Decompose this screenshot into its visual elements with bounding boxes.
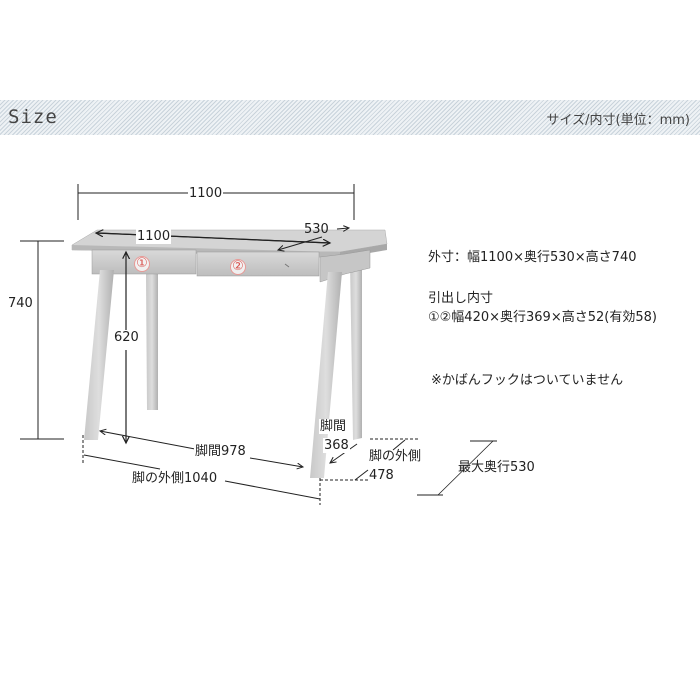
desk-illustration	[71, 229, 388, 478]
outer-dimensions-spec: 外寸：幅1100×奥行530×高さ740	[428, 250, 637, 265]
bag-hook-note: ※かばんフックはついていません	[431, 373, 624, 388]
drawer-inner-title: 引出し内寸	[428, 291, 494, 306]
leg-inner-depth-value: 368	[323, 438, 350, 453]
section-header: Size サイズ/内寸(単位：mm)	[0, 100, 700, 135]
clearance-height-label: 620	[113, 330, 140, 345]
leg-outer-depth-label: 脚の外側	[369, 449, 422, 464]
overall-width-label: 1100	[188, 186, 224, 201]
top-depth-label: 530	[304, 222, 329, 237]
drawer-inner-spec: ①②幅420×奥行369×高さ52(有効58)	[428, 310, 657, 325]
leg-inner-width-label: 脚間978	[194, 444, 247, 459]
drawer-marker-1: ①	[134, 256, 150, 272]
drawer-marker-2: ②	[230, 259, 246, 275]
max-depth-label: 最大奥行530	[458, 460, 535, 475]
section-title: Size	[8, 106, 58, 128]
unit-note: サイズ/内寸(単位：mm)	[546, 113, 690, 128]
leg-inner-depth-label: 脚間	[319, 419, 348, 434]
overall-height-label: 740	[7, 296, 34, 311]
top-width-label: 1100	[136, 229, 172, 244]
leg-outer-depth-value: 478	[369, 468, 394, 483]
leg-outer-width-label: 脚の外側1040	[131, 471, 219, 486]
